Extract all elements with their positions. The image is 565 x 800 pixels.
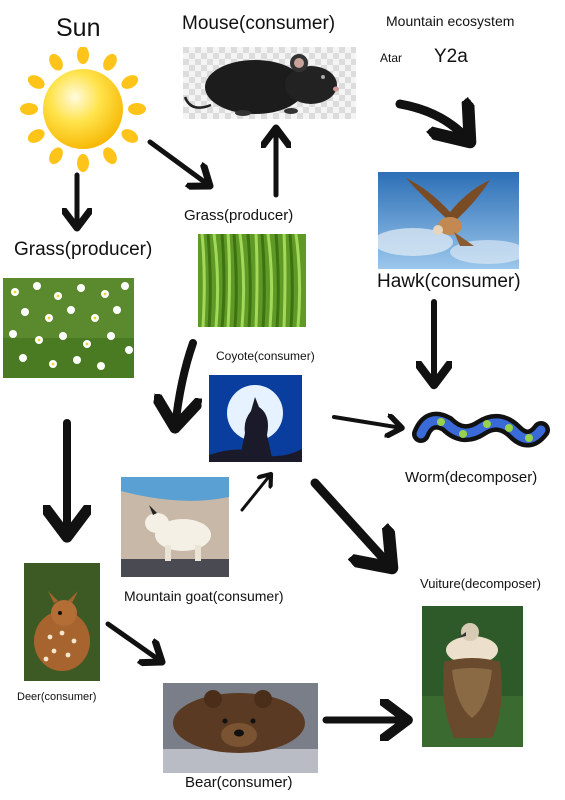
worm-label: Worm(decomposer): [405, 469, 538, 486]
arrow-coyote-to-vulture: [310, 478, 392, 568]
coyote-image: [209, 375, 302, 462]
worm-image: [411, 408, 550, 458]
class-code: Y2a: [434, 46, 468, 67]
deer-label: Deer(consumer): [17, 691, 97, 703]
mountain-goat-image: [121, 477, 229, 577]
grass-left-image: [3, 278, 134, 378]
mouse-image: [183, 47, 356, 119]
mountain-goat-label: Mountain goat(consumer): [124, 588, 284, 604]
deer-image: [24, 563, 100, 681]
vulture-image: [422, 606, 523, 747]
sun-label: Sun: [56, 14, 101, 42]
coyote-label: Coyote(consumer): [216, 349, 315, 363]
diagram-title: Mountain ecosystem: [386, 13, 515, 29]
mouse-label: Mouse(consumer): [182, 13, 336, 34]
bear-image: [163, 683, 318, 773]
grass-center-image: [198, 234, 306, 327]
grass-left-label: Grass(producer): [14, 239, 153, 260]
arrow-goat-to-coyote: [240, 474, 271, 512]
arrow-coyote-to-worm: [332, 417, 402, 428]
hawk-label: Hawk(consumer): [377, 271, 521, 292]
author-name: Atar: [380, 51, 403, 65]
sun-image: [18, 47, 148, 172]
vulture-label: Vuiture(decomposer): [420, 576, 541, 591]
arrow-sun-to-grass-center: [147, 139, 210, 186]
arrow-grass-to-coyote: [175, 339, 193, 428]
grass-center-label: Grass(producer): [184, 207, 294, 224]
arrow-deer-to-bear: [105, 621, 162, 662]
arrow-mouse-to-hawk: [395, 104, 470, 142]
bear-label: Bear(consumer): [185, 774, 293, 791]
hawk-image: [378, 172, 519, 269]
